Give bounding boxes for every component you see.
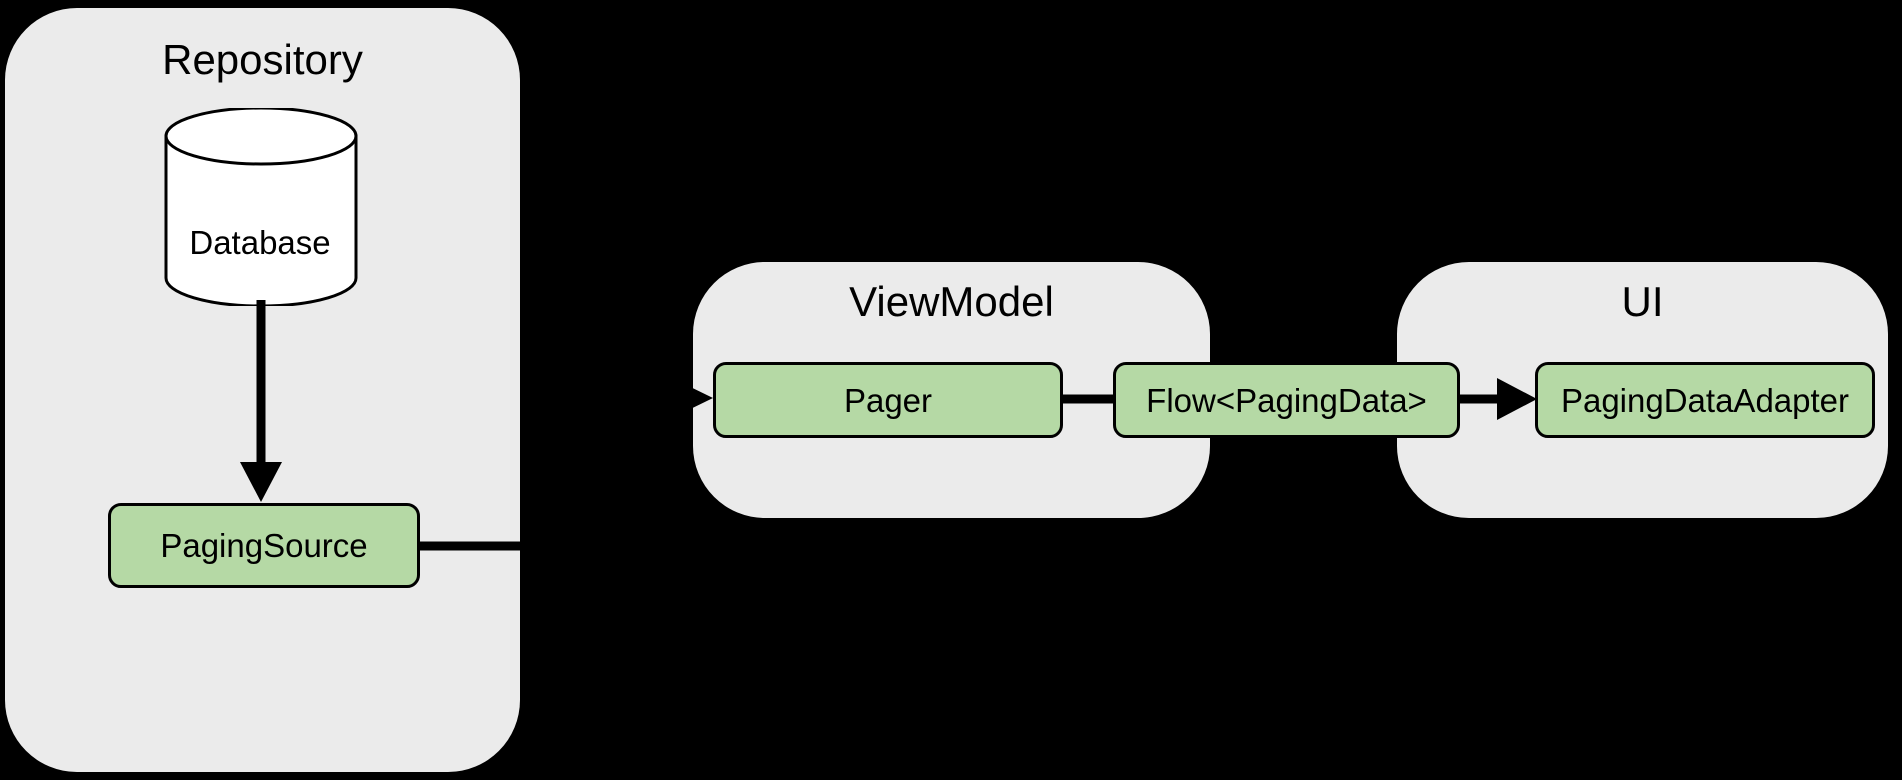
node-paging-source-label: PagingSource <box>160 527 368 564</box>
node-pager[interactable]: Pager <box>713 362 1063 438</box>
node-paging-source[interactable]: PagingSource <box>108 503 420 588</box>
database-label: Database <box>189 224 331 261</box>
database-cylinder <box>164 108 358 306</box>
group-ui-title: UI <box>1621 278 1664 325</box>
database-top-ellipse <box>164 108 358 166</box>
node-paging-data-adapter[interactable]: PagingDataAdapter <box>1535 362 1875 438</box>
node-paging-data-adapter-label: PagingDataAdapter <box>1560 381 1850 419</box>
group-viewmodel-title: ViewModel <box>849 278 1054 325</box>
node-pager-label: Pager <box>843 381 933 419</box>
node-flow-paging-data[interactable]: Flow<PagingData> <box>1113 362 1460 438</box>
node-flow-paging-data-label: Flow<PagingData> <box>1146 381 1427 419</box>
group-repository-title: Repository <box>162 36 363 83</box>
